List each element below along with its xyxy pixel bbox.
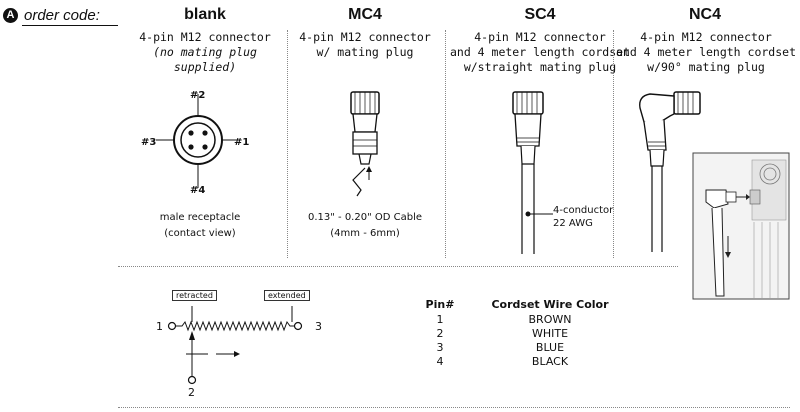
column-desc-sc4: 4-pin M12 connector and 4 meter length c… (445, 30, 635, 75)
table-row: 1 BROWN (420, 313, 620, 327)
terminal-2-label: 2 (188, 386, 195, 399)
column-desc-line: 4-pin M12 connector (139, 30, 271, 44)
note-line: 22 AWG (553, 218, 593, 229)
caption-line: male receptacle (159, 212, 241, 223)
column-desc-line: w/90° mating plug (647, 60, 765, 74)
wire-color: WHITE (531, 327, 569, 340)
column-desc-line: and 4 meter length cordset (615, 45, 796, 59)
column-desc-line: w/ mating plug (316, 45, 414, 59)
note-line: 4-conductor (553, 205, 614, 216)
table-header-row: Pin# Cordset Wire Color (420, 298, 620, 313)
wire-color: BLACK (531, 355, 569, 368)
extended-label: extended (264, 290, 310, 301)
table-row: 3 BLUE (420, 341, 620, 355)
order-code-underline (22, 25, 118, 26)
column-desc-line: 4-pin M12 connector (299, 30, 431, 44)
column-desc-line: w/straight mating plug (463, 60, 617, 74)
pin-label: #3 (141, 137, 157, 148)
order-code-label: order code: (24, 7, 100, 24)
section-badge: A (3, 8, 18, 23)
column-title-mc4: MC4 (348, 6, 382, 23)
pin-label: #1 (234, 137, 250, 148)
nc4-cordset-drawing (639, 91, 701, 252)
pin-number: 4 (436, 355, 444, 368)
column-desc-blank: 4-pin M12 connector (no mating plug supp… (120, 30, 290, 75)
table-row: 2 WHITE (420, 327, 620, 341)
pin-label: #4 (190, 185, 206, 196)
wire-color: BROWN (528, 313, 572, 326)
receptacle-contact-view (156, 94, 240, 188)
section-divider (118, 266, 678, 267)
caption-line: (4mm - 6mm) (330, 228, 400, 239)
column-title-nc4: NC4 (688, 6, 721, 23)
column-divider (445, 30, 446, 258)
column-desc-line: and 4 meter length cordset (449, 45, 630, 59)
receptacle-caption: male receptacle (contact view) (140, 210, 260, 242)
column-desc-line: (no mating plug supplied) (153, 45, 257, 74)
sc4-cordset-drawing (512, 91, 553, 254)
column-title-blank: blank (184, 6, 226, 23)
column-divider (287, 30, 288, 258)
column-desc-mc4: 4-pin M12 connector w/ mating plug (280, 30, 450, 60)
column-desc-nc4: 4-pin M12 connector and 4 meter length c… (612, 30, 800, 75)
column-desc-line: 4-pin M12 connector (474, 30, 606, 44)
sc4-wire-note: 4-conductor 22 AWG (553, 204, 623, 230)
nc4-install-inset (692, 152, 790, 300)
caption-line: (contact view) (164, 228, 236, 239)
retracted-label: retracted (172, 290, 217, 301)
pin-number: 2 (436, 327, 444, 340)
column-divider (613, 30, 614, 258)
caption-line: 0.13" - 0.20" OD Cable (307, 212, 422, 223)
mc4-cable-caption: 0.13" - 0.20" OD Cable (4mm - 6mm) (295, 210, 435, 242)
terminal-1-label: 1 (156, 320, 163, 333)
wire-color: BLUE (535, 341, 565, 354)
bottom-divider (118, 407, 790, 408)
potentiometer-schematic (167, 306, 303, 385)
table-header: Pin# (425, 298, 455, 311)
mc4-connector-drawing (350, 91, 380, 197)
column-title-sc4: SC4 (524, 6, 556, 23)
column-desc-line: 4-pin M12 connector (640, 30, 772, 44)
pin-number: 1 (436, 313, 444, 326)
terminal-3-label: 3 (315, 320, 322, 333)
table-header: Cordset Wire Color (491, 298, 609, 311)
table-row: 4 BLACK (420, 355, 620, 369)
pin-label: #2 (190, 90, 206, 101)
pin-number: 3 (436, 341, 444, 354)
